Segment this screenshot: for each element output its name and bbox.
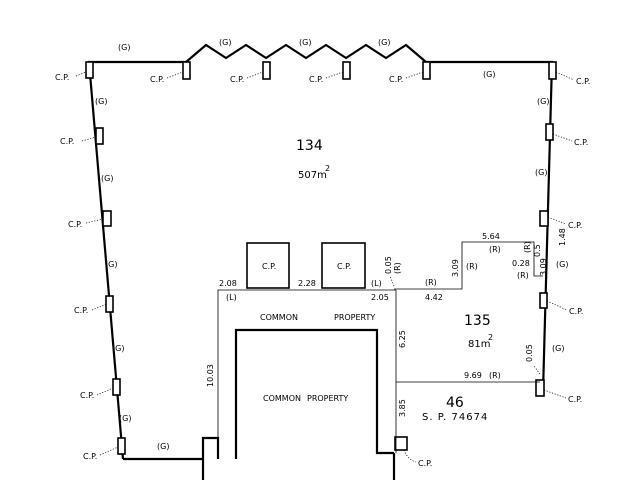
- car-park-boxes: [246, 242, 366, 289]
- marker-r-lot-135-top: (R): [425, 278, 437, 287]
- post-bottom: [394, 436, 408, 451]
- lot-134-number: 134: [296, 138, 323, 154]
- marker-r-0-28: (R): [517, 271, 529, 280]
- dimension-10-03: 10.03: [206, 364, 215, 387]
- common-property-upper-left: COMMON: [260, 313, 298, 322]
- g-label-top-right: (G): [483, 70, 495, 79]
- g-label-top-left: (G): [118, 43, 130, 52]
- marker-l-left: (L): [226, 293, 237, 302]
- cp-label-bottom: C.P.: [418, 459, 432, 468]
- post-top-1: [182, 61, 191, 80]
- lot-135-area: 81m: [468, 339, 490, 350]
- post-top-3: [342, 61, 351, 80]
- g-label-left-3: (G): [105, 260, 117, 269]
- post-left-5: [117, 437, 126, 455]
- g-label-left-2: (G): [101, 174, 113, 183]
- cp-label-nw: C.P.: [55, 73, 69, 82]
- dimension-labels: 2.08 (L) 2.28 (L) 2.05 0.05 (R) (R) 4.42…: [206, 228, 567, 417]
- post-right-2: [539, 210, 549, 227]
- g-label-top-3: (G): [378, 38, 390, 47]
- cp-label-right-1: C.P.: [574, 138, 588, 147]
- dimension-0-28: 0.28: [512, 259, 530, 268]
- cp-label-right-2: C.P.: [568, 221, 582, 230]
- car-park-box-2: [321, 242, 366, 289]
- post-left-1: [95, 127, 104, 145]
- dimension-2-08: 2.08: [219, 279, 237, 288]
- lot-134-area-sup: 2: [325, 164, 330, 173]
- g-label-top-1: (G): [219, 38, 231, 47]
- lot-135-area-sup: 2: [488, 333, 493, 342]
- cp-labels: C.P. C.P. C.P. C.P. C.P. C.P. C.P. C.P. …: [55, 73, 590, 468]
- g-label-right-1: (G): [537, 97, 549, 106]
- common-property-lower-right: PROPERTY: [307, 394, 348, 403]
- g-label-right-3: (G): [556, 260, 568, 269]
- dimension-2-05: 2.05: [371, 293, 389, 302]
- g-label-left-4: (G): [112, 344, 124, 353]
- interior-lines: [201, 241, 543, 480]
- post-right-3: [539, 292, 548, 309]
- marker-r-side: (R): [523, 241, 532, 253]
- common-property-labels: COMMON PROPERTY COMMON PROPERTY: [260, 313, 375, 403]
- cp-label-left-2: C.P.: [68, 220, 82, 229]
- post-right-4: [535, 379, 545, 397]
- post-right-1: [545, 123, 554, 141]
- post-top-2: [262, 61, 271, 80]
- common-property-lower-left: COMMON: [263, 394, 301, 403]
- g-label-bottom: (G): [157, 442, 169, 451]
- marker-r-step: (R): [466, 262, 478, 271]
- g-label-top-2: (G): [299, 38, 311, 47]
- dimension-0-05-top: 0.05: [384, 256, 393, 274]
- dimension-4-42: 4.42: [425, 293, 443, 302]
- post-ne: [548, 61, 557, 80]
- post-nw: [85, 61, 94, 79]
- leader-lines: [75, 71, 575, 463]
- dimension-0-05-right: 0.05: [525, 344, 534, 362]
- common-property-upper-right: PROPERTY: [334, 313, 375, 322]
- cp-label-left-3: C.P.: [74, 306, 88, 315]
- post-top-4: [422, 61, 431, 80]
- marker-r-top-left: (R): [393, 262, 402, 274]
- lot-135-number: 135: [464, 313, 491, 329]
- dimension-3-09-right: 3.09: [539, 258, 548, 276]
- strata-plan-number: S. P. 74674: [422, 412, 488, 423]
- dimension-3-09-left: 3.09: [451, 259, 460, 277]
- post-left-4: [112, 378, 121, 396]
- cp-label-left-1: C.P.: [60, 137, 74, 146]
- cp-label-box-2: C.P.: [337, 262, 351, 271]
- cp-label-top-1: C.P.: [150, 75, 164, 84]
- marker-r-top: (R): [489, 245, 501, 254]
- marker-r-9-69: (R): [489, 371, 501, 380]
- cp-label-right-3: C.P.: [569, 307, 583, 316]
- boundary-posts: [85, 61, 557, 455]
- dimension-2-28: 2.28: [298, 279, 316, 288]
- g-label-right-4: (G): [552, 344, 564, 353]
- cp-label-right-4: C.P.: [568, 395, 582, 404]
- cp-label-top-3: C.P.: [309, 75, 323, 84]
- lot-46-number: 46: [446, 395, 464, 411]
- marker-l-right: (L): [371, 279, 382, 288]
- cp-label-left-5: C.P.: [83, 452, 97, 461]
- g-labels: (G) (G) (G) (G) (G) (G) (G) (G) (G) (G) …: [95, 38, 568, 451]
- dimension-9-69: 9.69: [464, 371, 482, 380]
- g-label-left-5: (G): [119, 414, 131, 423]
- lot-134-area: 507m: [298, 170, 327, 181]
- dimension-6-25: 6.25: [398, 330, 407, 348]
- post-left-3: [105, 295, 114, 313]
- lot-labels: 134 507m 2 135 81m 2 46 S. P. 74674: [296, 138, 493, 423]
- g-label-left-1: (G): [95, 97, 107, 106]
- car-park-box-1: [246, 242, 290, 289]
- cp-label-ne: C.P.: [576, 77, 590, 86]
- dimension-0-5: 0.5: [533, 244, 542, 257]
- g-label-right-2: (G): [535, 168, 547, 177]
- cp-label-box-1: C.P.: [262, 262, 276, 271]
- cp-label-left-4: C.P.: [80, 391, 94, 400]
- dimension-3-85: 3.85: [398, 399, 407, 417]
- dimension-5-64: 5.64: [482, 232, 500, 241]
- post-left-2: [102, 210, 112, 227]
- cp-label-top-4: C.P.: [389, 75, 403, 84]
- cp-label-top-2: C.P.: [230, 75, 244, 84]
- dimension-1-48: 1.48: [558, 228, 567, 246]
